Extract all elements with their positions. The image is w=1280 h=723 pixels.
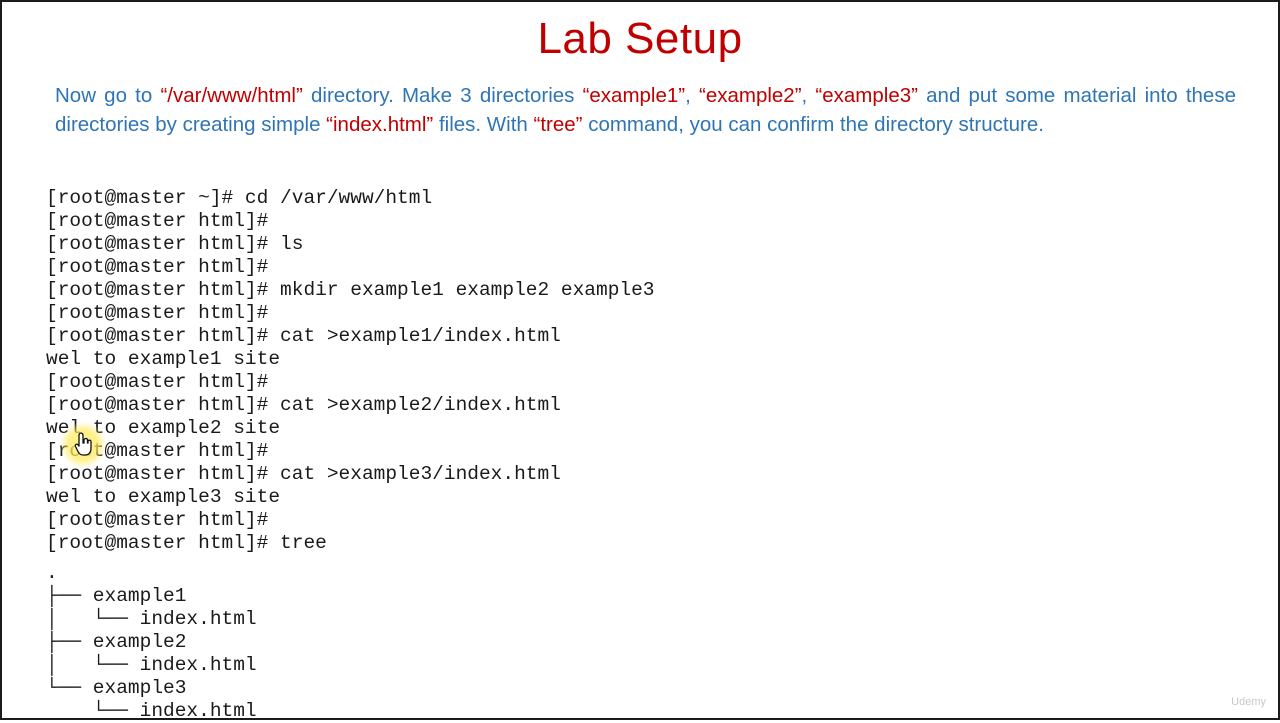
terminal-line: wel to example1 site	[46, 348, 281, 370]
terminal-line: [root@master html]# cat >example1/index.…	[46, 325, 561, 347]
terminal-line: wel to example2 site	[46, 417, 281, 439]
terminal-line: wel to example3 site	[46, 486, 281, 508]
paragraph-text: files. With	[433, 112, 534, 136]
terminal-line: [root@master html]# mkdir example1 examp…	[46, 279, 655, 301]
terminal-line: [root@master html]#	[46, 440, 269, 462]
tree-line: └── index.html	[46, 700, 257, 722]
tree-output: .├── example1│ └── index.html├── example…	[46, 562, 257, 723]
highlighted-term: “tree”	[533, 112, 583, 136]
cursor-highlight	[60, 422, 106, 468]
udemy-watermark: Udemy	[1231, 696, 1266, 708]
terminal-line: [root@master html]#	[46, 371, 269, 393]
paragraph-text: directory. Make 3 directories	[302, 84, 583, 107]
highlighted-term: “example1”	[582, 84, 686, 107]
paragraph-text: command, you can confirm the directory s…	[582, 112, 1044, 136]
paragraph-text: Now go to	[55, 84, 161, 107]
terminal-line: [root@master html]#	[46, 302, 269, 324]
instruction-paragraph: Now go to “/var/www/html” directory. Mak…	[55, 82, 1236, 139]
tree-line: │ └── index.html	[46, 608, 257, 630]
terminal-line: [root@master html]#	[46, 210, 269, 232]
paragraph-text: ,	[685, 84, 699, 107]
terminal-line: [root@master ~]# cd /var/www/html	[46, 187, 433, 209]
tree-line: │ └── index.html	[46, 654, 257, 676]
tree-line: ├── example1	[46, 585, 187, 607]
hand-pointer-icon	[74, 432, 92, 456]
terminal-line: [root@master html]# cat >example2/index.…	[46, 394, 561, 416]
highlighted-term: “example3”	[815, 84, 918, 107]
tree-line: ├── example2	[46, 631, 187, 653]
terminal-line: [root@master html]#	[46, 509, 269, 531]
terminal-output: [root@master ~]# cd /var/www/html[root@m…	[46, 187, 655, 555]
highlighted-term: “example2”	[699, 84, 802, 107]
slide-title: Lab Setup	[537, 14, 743, 63]
terminal-line: [root@master html]#	[46, 256, 269, 278]
highlighted-term: “index.html”	[326, 112, 434, 136]
paragraph-text: and put some material into these directo…	[55, 84, 1236, 136]
tree-line: .	[46, 562, 58, 584]
paragraph-text: ,	[801, 84, 816, 107]
tree-line: └── example3	[46, 677, 187, 699]
terminal-line: [root@master html]# cat >example3/index.…	[46, 463, 561, 485]
terminal-line: [root@master html]# ls	[46, 233, 304, 255]
terminal-line: [root@master html]# tree	[46, 532, 327, 554]
highlighted-term: “/var/www/html”	[160, 84, 303, 107]
